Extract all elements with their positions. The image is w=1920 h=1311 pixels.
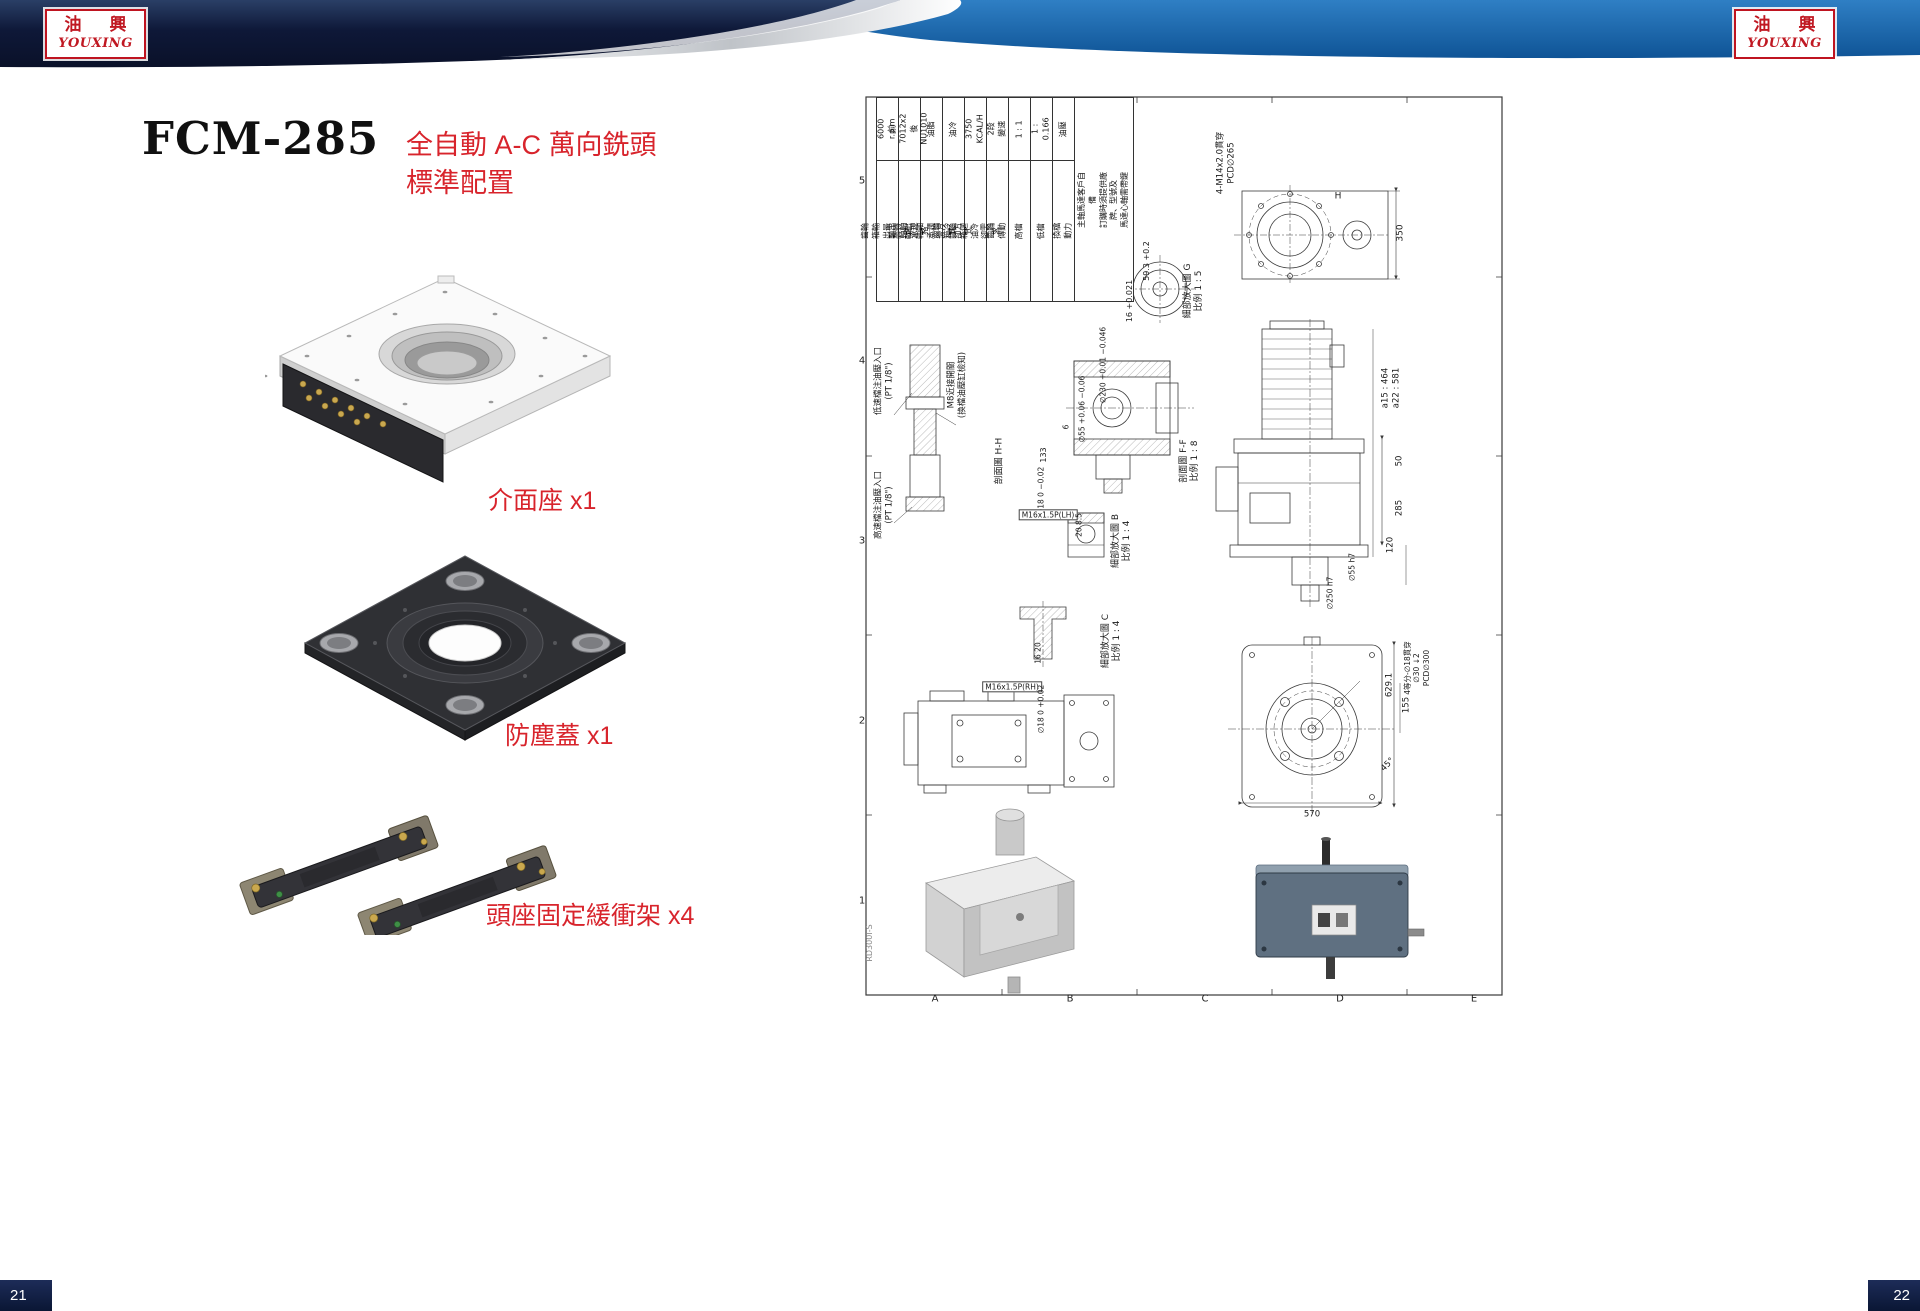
- spec-column: 油冷齒輪箱冷卻方式: [932, 98, 973, 301]
- spec-column: 油壓換檔動力: [1052, 98, 1074, 301]
- brand-name-en: YOUXING: [1747, 35, 1822, 51]
- grid-reference-label: 3: [858, 535, 866, 547]
- dimension-label: M16x1.5P(LH): [1018, 509, 1078, 521]
- brand-name-cn: 油 興: [1753, 15, 1827, 36]
- grid-reference-label: D: [1336, 993, 1344, 1005]
- grid-reference-label: E: [1470, 993, 1478, 1005]
- sheet-frame: [865, 96, 1503, 996]
- spec-column: 油脂輸出軸軸承潤滑方式: [905, 98, 957, 301]
- page-number-right: 22: [1868, 1280, 1920, 1311]
- detail-c-view: [1019, 601, 1067, 667]
- drawing-line-art: [865, 96, 1503, 996]
- model-subtitle: 全自動 A-C 萬向銑頭 標準配置: [406, 126, 657, 202]
- grid-reference-label: B: [1066, 993, 1074, 1005]
- spec-column: 2段變速齒輪傳動: [986, 98, 1008, 301]
- grid-reference-label: 2: [858, 715, 866, 727]
- subtitle-line-1: 全自動 A-C 萬向銑頭: [406, 130, 657, 160]
- grid-reference-label: 4: [858, 355, 866, 367]
- iso-render-milling-head: [1255, 837, 1425, 979]
- brand-name-en: YOUXING: [58, 35, 133, 51]
- head-front-view: [903, 690, 1115, 794]
- header-banner: 油 興 YOUXING 油 興 YOUXING: [0, 0, 1920, 70]
- dimension-label: 570: [1303, 809, 1321, 820]
- brand-logo-right: 油 興 YOUXING: [1734, 9, 1835, 59]
- header-swoosh-graphic: [0, 0, 1920, 68]
- gearbox-side-view: [1215, 319, 1407, 609]
- dust-cover-render: [295, 548, 640, 743]
- figure-label-buffer-bracket: 頭座固定緩衝架 x4: [486, 902, 695, 930]
- grid-reference-label: A: [931, 993, 939, 1005]
- page-number-left: 21: [0, 1280, 52, 1311]
- iso-render-gearbox: [925, 808, 1075, 994]
- brand-name-cn: 油 興: [64, 15, 138, 36]
- head-bottom-view: [1228, 636, 1401, 815]
- figure-label-interface-seat: 介面座 x1: [488, 487, 597, 515]
- interface-seat-render: [265, 268, 635, 508]
- grid-reference-label: C: [1201, 993, 1209, 1005]
- dimension-label: M16x1.5P(RH): [982, 681, 1042, 693]
- subtitle-line-2: 標準配置: [406, 168, 514, 198]
- spec-note-column: 主軸馬達客戶自備 訂購時須提供廠牌、型號及 馬達心軸需帶鍵: [1074, 98, 1133, 301]
- flange-view-h: [1234, 185, 1400, 285]
- section-f-f-view: [1066, 360, 1194, 494]
- detail-g-view: [1126, 255, 1194, 323]
- model-title: FCM-285: [142, 112, 380, 165]
- section-h-h-view: [893, 344, 957, 524]
- dimension-label: H: [1334, 191, 1342, 202]
- figure-label-dust-cover: 防塵蓋 x1: [505, 722, 614, 750]
- brand-logo-left: 油 興 YOUXING: [45, 9, 146, 59]
- grid-reference-label: 5: [858, 175, 866, 187]
- grid-reference-label: 1: [858, 895, 866, 907]
